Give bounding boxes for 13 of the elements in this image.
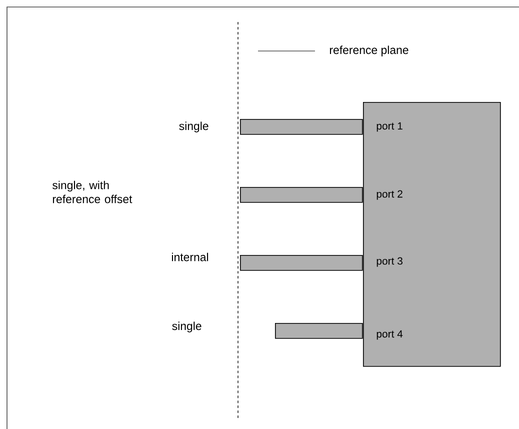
port-type-label: single, with reference offset — [52, 180, 132, 204]
legend-text: reference plane — [330, 46, 408, 56]
port-type-label: single — [179, 122, 208, 132]
port-line-bar — [240, 255, 363, 271]
port-label: port 1 — [376, 122, 402, 132]
port-label: port 4 — [376, 330, 403, 340]
port-label: port 3 — [376, 257, 402, 267]
port-type-label: single — [172, 322, 202, 332]
port-type-label: internal — [172, 252, 208, 262]
port-line-bar — [240, 187, 363, 203]
port-label: port 2 — [376, 190, 402, 200]
port-line-bar — [275, 323, 363, 339]
port-line-bar — [240, 119, 363, 135]
